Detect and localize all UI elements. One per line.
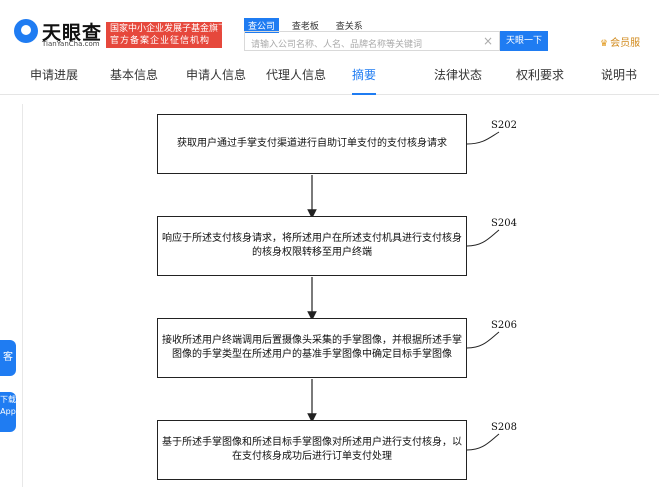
leader-1 [466, 131, 500, 145]
tianyancha-logo-icon [14, 19, 38, 43]
tab-legal-status[interactable]: 法律状态 [434, 68, 483, 82]
member-service-link[interactable]: ♛会员服 [600, 34, 640, 49]
flow-step-box: 获取用户通过手掌支付渠道进行自助订单支付的支付核身请求 [157, 114, 467, 174]
tab-claims[interactable]: 权利要求 [516, 68, 565, 82]
flow-step-label: S208 [491, 422, 517, 433]
tab-application-progress[interactable]: 申请进展 [30, 68, 79, 82]
official-badge: 国家中小企业发展子基金旗下 官方备案企业征信机构 [106, 22, 228, 48]
flow-step-label: S204 [491, 218, 517, 229]
flow-step-box: 响应于所述支付核身请求，将所述用户在所述支付机具进行支付核身的核身权限转移至用户… [157, 216, 467, 276]
search-tab-company[interactable]: 查公司 [244, 18, 280, 33]
flow-step-label: S202 [491, 120, 517, 131]
crown-icon: ♛ [600, 39, 609, 49]
search-tab-boss[interactable]: 查老板 [291, 22, 319, 32]
flow-step-box: 接收所述用户终端调用后置摄像头采集的手掌图像，并根据所述手掌图像的手掌类型在所述… [157, 318, 467, 378]
site-logo[interactable]: 天眼查 TianYanCha.com [14, 18, 103, 48]
search-type-tabs: 查公司 查老板 查关系 [244, 18, 373, 33]
tab-description[interactable]: 说明书 [601, 68, 638, 82]
badge-line-2: 官方备案企业征信机构 [110, 36, 211, 46]
tab-applicant-info[interactable]: 申请人信息 [186, 68, 247, 82]
logo-domain: TianYanCha.com [42, 40, 100, 48]
close-icon[interactable]: × [482, 34, 493, 48]
logo-text: 天眼查 [42, 22, 103, 44]
abstract-drawing: 获取用户通过手掌支付渠道进行自助订单支付的支付核身请求 S202 响应于所述支付… [22, 104, 659, 487]
search-button[interactable]: 天眼一下 [500, 31, 548, 51]
search-input[interactable] [245, 34, 485, 54]
tab-agent-info[interactable]: 代理人信息 [266, 68, 327, 82]
member-label: 会员服 [610, 38, 641, 49]
leader-4 [466, 433, 500, 451]
search-box: × [244, 31, 500, 54]
tab-basic-info[interactable]: 基本信息 [110, 68, 159, 82]
flowchart-connectors [307, 131, 500, 451]
widget-download-label: 下载 App [0, 395, 16, 416]
patent-tabs: 申请进展 基本信息 申请人信息 代理人信息 摘要 法律状态 权利要求 说明书 [0, 56, 659, 95]
customer-service-widget[interactable]: 客 [0, 340, 16, 376]
search-tab-relation[interactable]: 查关系 [335, 22, 363, 32]
flow-step-box: 基于所述手掌图像和所述目标手掌图像对所述用户进行支付核身，以在支付核身成功后进行… [157, 420, 467, 480]
badge-line-1: 国家中小企业发展子基金旗下 [110, 24, 228, 34]
leader-2 [466, 229, 500, 247]
leader-3 [466, 331, 500, 349]
flow-step-label: S206 [491, 320, 517, 331]
tab-abstract[interactable]: 摘要 [352, 56, 377, 95]
download-app-widget[interactable]: 下载 App [0, 392, 16, 432]
widget-service-label: 客 [3, 352, 13, 363]
top-header: 天眼查 TianYanCha.com 国家中小企业发展子基金旗下 官方备案企业征… [0, 0, 659, 56]
